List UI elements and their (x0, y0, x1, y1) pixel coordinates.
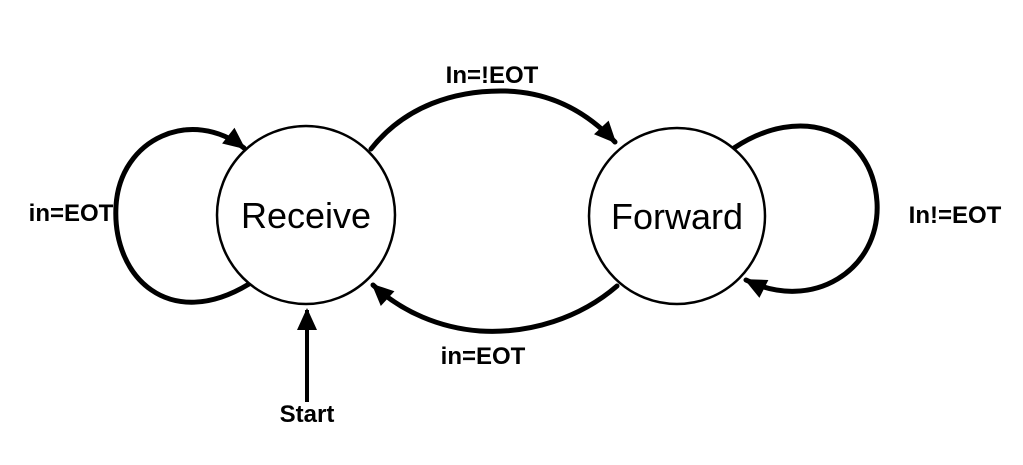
state-receive-label: Receive (241, 195, 371, 236)
forward-to-receive-label: in=EOT (441, 343, 526, 370)
state-forward-label: Forward (611, 196, 743, 237)
forward-to-receive-edge (370, 282, 620, 334)
forward-self-loop-label: In!=EOT (909, 202, 1002, 229)
receive-self-loop-label: in=EOT (29, 200, 114, 227)
state-receive-circle (215, 124, 397, 306)
receive-self-loop-edge (113, 127, 252, 305)
receive-to-forward-edge (368, 88, 618, 152)
start-label: Start (280, 401, 335, 428)
receive-to-forward-label: In=!EOT (446, 62, 539, 89)
forward-self-loop-edge (731, 123, 880, 298)
state-forward-circle (587, 126, 767, 306)
